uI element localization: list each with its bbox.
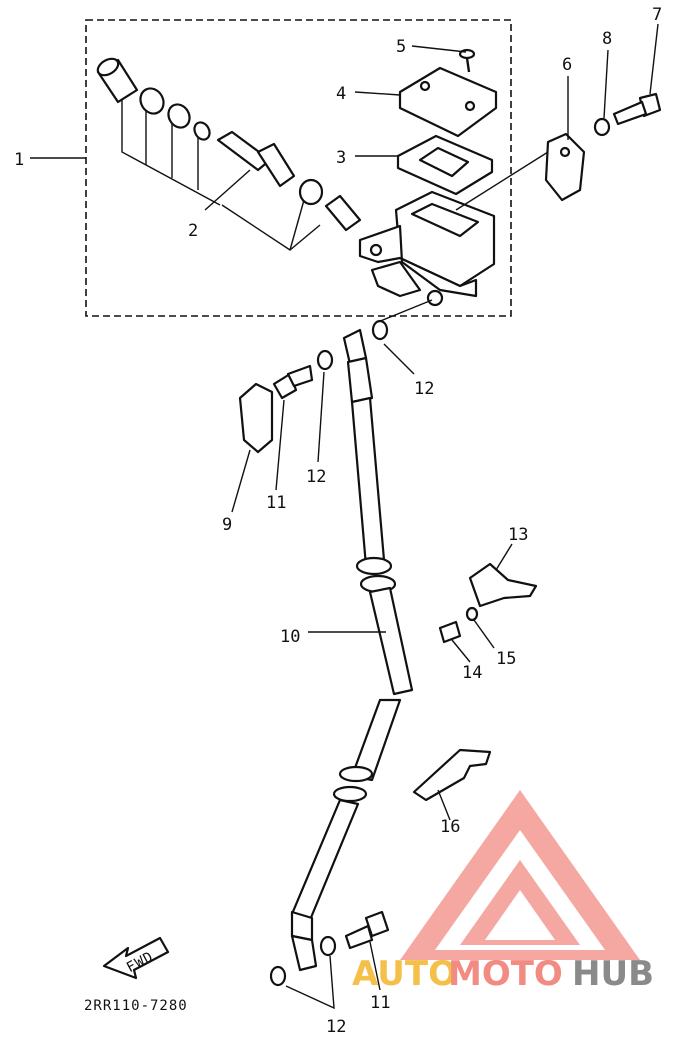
callout-10: 10 [280, 627, 300, 647]
fwd-arrow: FWD [102, 936, 170, 980]
drawing-code: 2RR110-7280 [84, 998, 188, 1014]
screw [458, 48, 476, 73]
copper-washer-lower-a [269, 965, 287, 987]
circlip [139, 87, 165, 115]
callout-11-lower: 11 [370, 993, 390, 1013]
callout-1: 1 [14, 150, 24, 170]
o-ring [193, 121, 211, 141]
assembly-boundary [85, 19, 512, 317]
reservoir-cap [398, 66, 498, 138]
callout-11-upper: 11 [266, 493, 286, 513]
watermark-hub: HUB [572, 954, 654, 994]
callout-14: 14 [462, 663, 482, 683]
callout-12-lower: 12 [326, 1017, 346, 1037]
brake-hose [290, 328, 414, 972]
guide-bolt [438, 620, 462, 644]
watermark-logo [400, 790, 640, 960]
callout-8: 8 [602, 29, 612, 49]
callout-4: 4 [336, 84, 346, 104]
piston-boot [96, 57, 139, 104]
copper-washer-lower-b [319, 935, 337, 957]
hose-guide [468, 562, 538, 608]
cup-seal [298, 178, 324, 206]
callout-5: 5 [396, 37, 406, 57]
callout-9: 9 [222, 515, 232, 535]
holder-bolt [612, 92, 662, 126]
union-bolt-cover [238, 382, 274, 454]
callout-12-upper-right: 12 [414, 379, 434, 399]
watermark-moto: MOTO [448, 954, 563, 994]
callout-3: 3 [336, 148, 346, 168]
callout-12-upper-left: 12 [306, 467, 326, 487]
union-bolt-upper [272, 364, 314, 400]
callout-16: 16 [440, 817, 460, 837]
callout-15: 15 [496, 649, 516, 669]
watermark-auto: AUTO [352, 954, 457, 994]
piston [216, 130, 296, 188]
watermark-text: AUTO MOTO HUB [352, 954, 654, 994]
callout-2: 2 [188, 221, 198, 241]
washer-ring [167, 103, 191, 129]
leader-lines [30, 23, 659, 1010]
copper-washer-upper-b [371, 319, 389, 341]
union-bolt-lower [344, 910, 390, 950]
hose-holder [412, 748, 492, 802]
copper-washer-upper-a [316, 349, 334, 371]
callout-6: 6 [562, 55, 572, 75]
return-spring [324, 194, 362, 232]
holder-clamp [544, 132, 586, 202]
callout-7: 7 [652, 5, 662, 25]
callout-13: 13 [508, 525, 528, 545]
master-cylinder-body [358, 190, 496, 307]
holder-washer [593, 117, 611, 137]
guide-washer [465, 606, 479, 622]
